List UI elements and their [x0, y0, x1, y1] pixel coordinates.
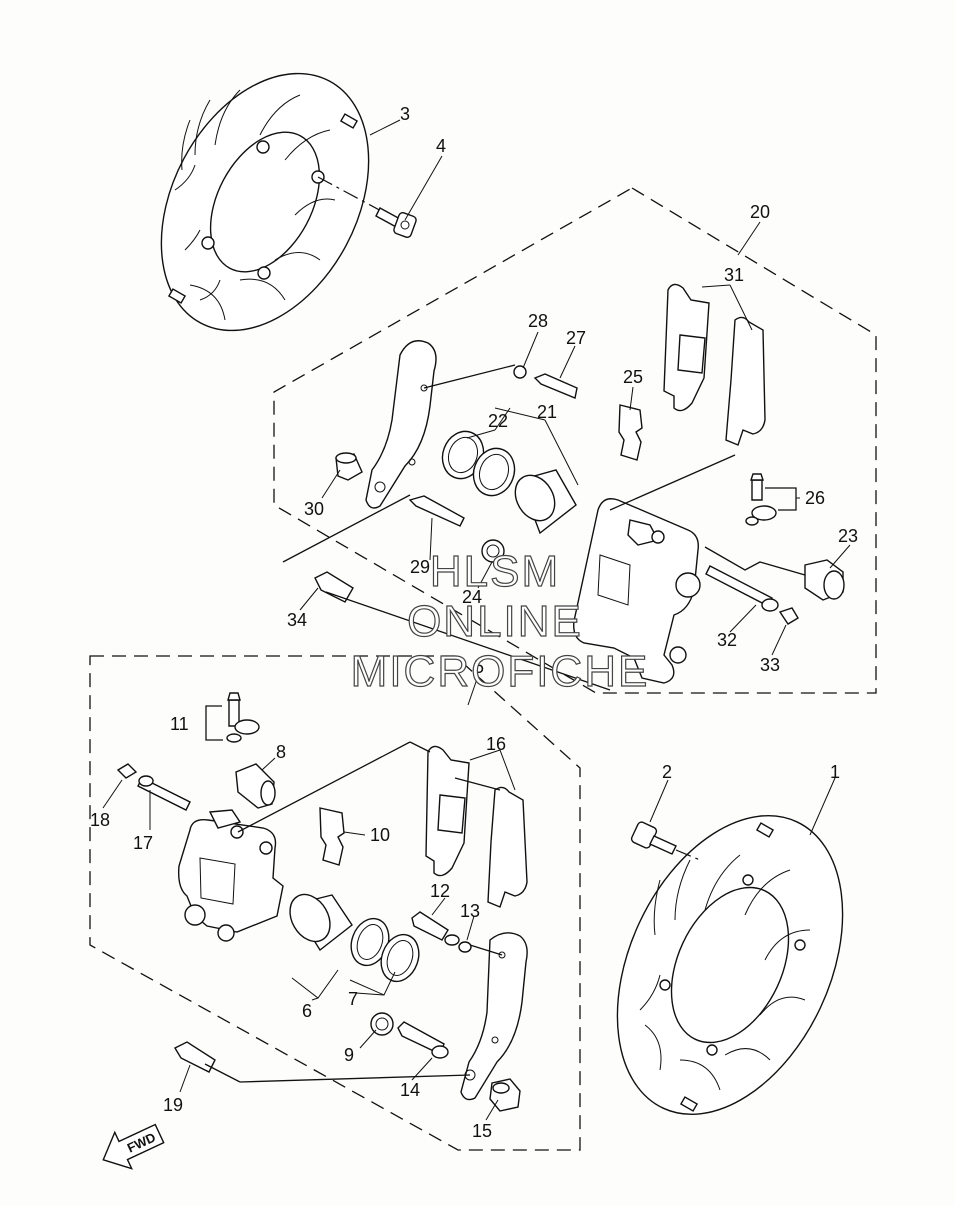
bolt-12 — [411, 911, 472, 953]
bleed-screw-top — [745, 473, 797, 526]
caliper-body-top — [573, 454, 736, 684]
sleeve-bottom — [370, 1012, 394, 1036]
bolt-29 — [408, 495, 465, 527]
bolt-34 — [282, 494, 611, 691]
label-11: 11 — [170, 714, 189, 734]
label-18: 18 — [90, 810, 110, 830]
label-3: 3 — [400, 104, 410, 124]
caliper-piston-top — [514, 469, 577, 535]
brake-pad-pair-bottom — [409, 741, 528, 908]
bolt-19 — [174, 1041, 471, 1083]
label-34: 34 — [287, 610, 307, 630]
brake-disc-top — [160, 72, 370, 332]
label-2: 2 — [662, 762, 672, 782]
fwd-arrow-icon: FWD — [102, 1123, 165, 1170]
label-17: 17 — [133, 833, 153, 853]
leader-lines — [102, 119, 851, 1121]
caliper-body-bottom — [177, 741, 411, 942]
label-16: 16 — [486, 734, 506, 754]
label-4: 4 — [436, 136, 446, 156]
label-8: 8 — [276, 742, 286, 762]
bleed-screw-bottom — [205, 692, 260, 743]
label-28: 28 — [528, 311, 548, 331]
label-21: 21 — [537, 402, 557, 422]
watermark-line-1: HLSM — [430, 547, 560, 596]
disc-bolt-top — [317, 176, 417, 238]
rear-caliper-assembly-boundary — [273, 187, 877, 694]
label-24: 24 — [462, 587, 482, 607]
label-7: 7 — [348, 989, 358, 1009]
caliper-piston-bottom — [289, 893, 353, 952]
label-22: 22 — [488, 411, 508, 431]
label-23: 23 — [838, 526, 858, 546]
label-32: 32 — [717, 630, 737, 650]
label-31: 31 — [724, 265, 744, 285]
bolt-14 — [397, 1021, 449, 1059]
pad-spring-bottom — [319, 807, 345, 866]
label-30: 30 — [304, 499, 324, 519]
watermark: HLSM ONLINE MICROFICHE — [350, 546, 650, 696]
label-12: 12 — [430, 881, 450, 901]
label-26: 26 — [805, 488, 825, 508]
caliper-pin-bottom — [116, 763, 191, 811]
label-1: 1 — [830, 762, 840, 782]
caliper-pin-top — [705, 565, 799, 625]
label-14: 14 — [400, 1080, 420, 1100]
part-labels: 3 4 20 31 28 27 25 22 21 26 23 30 29 24 … — [90, 104, 858, 1141]
label-20: 20 — [750, 202, 770, 222]
label-27: 27 — [566, 328, 586, 348]
boot-8 — [235, 763, 276, 809]
label-10: 10 — [370, 825, 390, 845]
piston-seals-bottom — [350, 917, 420, 983]
label-25: 25 — [623, 367, 643, 387]
label-6: 6 — [302, 1001, 312, 1021]
label-19: 19 — [163, 1095, 183, 1115]
bolt-15 — [489, 1078, 521, 1112]
bolt-27 — [513, 365, 578, 399]
guide-pin-boot-top — [704, 546, 845, 601]
watermark-line-3: MICROFICHE — [351, 647, 650, 696]
brake-disc-bottom — [616, 814, 844, 1116]
cap-24 — [481, 539, 505, 563]
sleeve-top — [335, 452, 363, 481]
front-caliper-assembly-boundary — [89, 655, 581, 1151]
label-13: 13 — [460, 901, 480, 921]
caliper-bracket-bottom — [460, 932, 528, 1101]
label-5: 5 — [474, 657, 484, 677]
brake-pad-pair-top — [663, 283, 766, 446]
disc-bolt-bottom — [630, 821, 701, 861]
label-33: 33 — [760, 655, 780, 675]
caliper-bracket-top — [365, 340, 516, 509]
label-15: 15 — [472, 1121, 492, 1141]
piston-seals-top — [441, 430, 516, 497]
label-29: 29 — [410, 557, 430, 577]
pad-spring-top — [618, 404, 643, 461]
label-9: 9 — [344, 1045, 354, 1065]
watermark-line-2: ONLINE — [407, 597, 583, 646]
